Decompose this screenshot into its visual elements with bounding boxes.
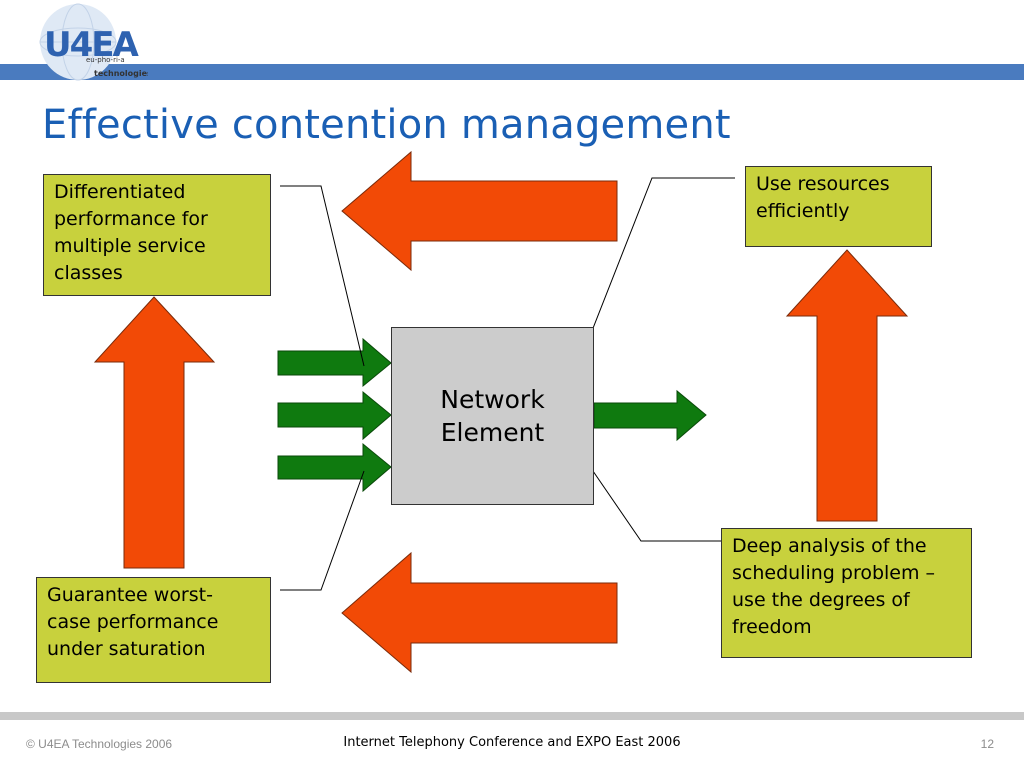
box-line: classes	[54, 262, 123, 284]
connector-left-bottom	[280, 470, 365, 591]
box-line: freedom	[732, 616, 812, 638]
footer-conference: Internet Telephony Conference and EXPO E…	[343, 735, 681, 750]
box-line: multiple service	[54, 235, 206, 257]
green-arrow-output	[593, 389, 707, 442]
slide-title: Effective contention management	[42, 102, 731, 148]
box-line: case performance	[47, 611, 219, 633]
goal-box-use-resources: Use resources efficiently	[745, 166, 932, 247]
orange-arrow-top-left	[341, 150, 618, 272]
logo-tagline: eu-pho-ri-a	[86, 56, 125, 64]
box-line: under saturation	[47, 638, 206, 660]
network-element-line: Element	[440, 418, 545, 447]
box-line: efficiently	[756, 200, 850, 222]
box-line: Deep analysis of the	[732, 535, 927, 557]
u4ea-logo: U4EA eu-pho-ri-a technologies	[39, 3, 148, 81]
header-bar	[0, 64, 1024, 80]
box-line: Guarantee worst-	[47, 584, 213, 606]
orange-arrow-up-right	[785, 249, 909, 522]
orange-arrow-up-left	[93, 296, 216, 569]
orange-arrow-bottom-left	[341, 551, 618, 674]
green-arrow-input-3	[277, 442, 392, 493]
goal-box-deep-analysis: Deep analysis of the scheduling problem …	[721, 528, 972, 658]
green-arrow-input-1	[277, 337, 392, 388]
logo-mark: U4EA	[44, 25, 139, 65]
network-element-line: Network	[440, 385, 545, 414]
green-arrow-input-2	[277, 390, 392, 441]
page-number: 12	[980, 737, 994, 751]
goal-box-guarantee-worst-case: Guarantee worst- case performance under …	[36, 577, 271, 683]
footer-copyright: © U4EA Technologies 2006	[26, 737, 173, 751]
box-line: Use resources	[756, 173, 890, 195]
connector-left-top	[280, 185, 365, 367]
box-line: scheduling problem –	[732, 562, 936, 584]
connector-right-bottom	[570, 438, 721, 542]
box-line: use the degrees of	[732, 589, 910, 611]
goal-box-differentiated-performance: Differentiated performance for multiple …	[43, 174, 271, 296]
logo-subtitle: technologies	[94, 69, 148, 78]
connector-right-top	[565, 177, 735, 398]
box-line: performance for	[54, 208, 208, 230]
footer-bar	[0, 712, 1024, 720]
network-element-box: Network Element	[391, 327, 594, 505]
box-line: Differentiated	[54, 181, 186, 203]
